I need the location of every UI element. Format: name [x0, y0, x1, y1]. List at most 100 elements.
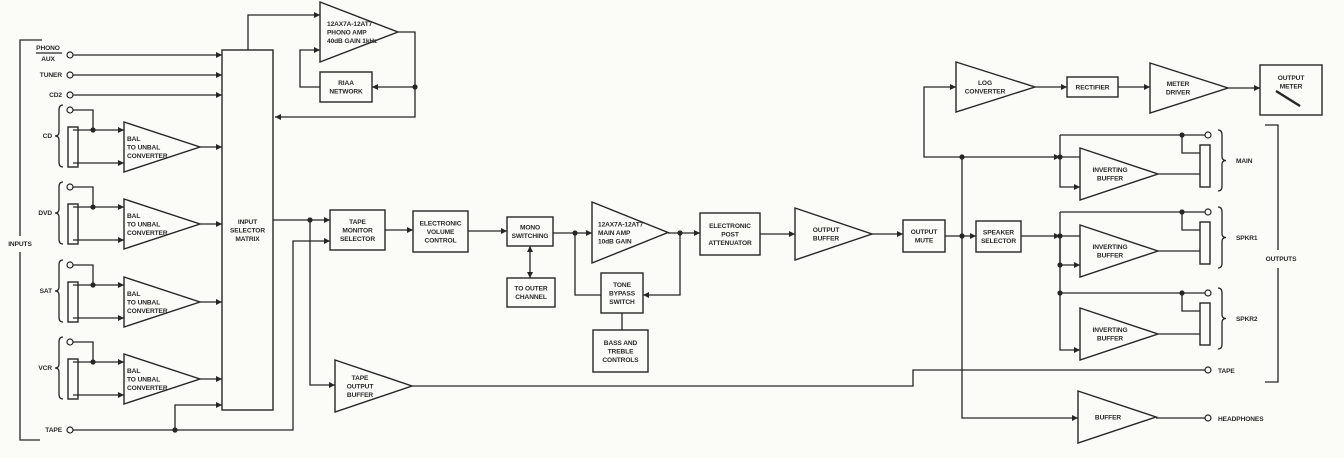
input-label-cd: CD: [43, 133, 53, 140]
main-amp-label-line: 12AX7A-12AT7: [598, 221, 644, 228]
output-label-spkr2: SPKR2: [1236, 316, 1258, 323]
log-converter-label-line: CONVERTER: [965, 89, 1006, 96]
meter-driver-label-line: METER: [1167, 81, 1190, 88]
arrowhead: [1074, 347, 1080, 353]
bal-converter-vcr-label-line: TO UNBAL: [127, 376, 160, 383]
log-converter-label-line: LOG: [978, 80, 992, 87]
jack-connector-icon: [66, 261, 74, 269]
bal-converter-cd: [123, 121, 203, 173]
input-label-cd2: CD2: [49, 92, 62, 99]
phono-amp-label-line: PHONO AMP: [327, 29, 367, 36]
inputs-group-label: INPUTS: [8, 241, 32, 248]
junction-dot: [1057, 262, 1063, 268]
headphone-buffer-label: BUFFER: [1095, 414, 1121, 421]
signal-wire: [412, 369, 1205, 387]
signal-wire: [309, 220, 335, 386]
arrowhead: [314, 47, 320, 53]
tape-monitor-selector-label-line: TAPE: [349, 219, 366, 226]
arrowhead: [118, 359, 124, 365]
arrowhead: [324, 238, 330, 244]
bal-converter-sat-label-line: CONVERTER: [127, 308, 168, 315]
riaa-network-label-line: NETWORK: [329, 89, 363, 96]
junction-dot: [1057, 290, 1063, 296]
xlr-output-spkr1: [1199, 221, 1211, 265]
speaker-selector-label-line: SPEAKER: [983, 230, 1015, 237]
signal-wire: [961, 157, 1078, 419]
xlr-connector-dvd: [67, 203, 79, 245]
signal-wire: [73, 240, 330, 431]
signal-wire: [275, 31, 416, 118]
bass-treble-controls-label-line: CONTROLS: [602, 357, 639, 364]
brace: [54, 336, 64, 400]
tone-bypass-switch-label-line: BYPASS: [609, 290, 636, 297]
output-buffer-label-line: BUFFER: [813, 236, 839, 243]
meter-driver: [1149, 62, 1231, 114]
bal-converter-vcr: [123, 353, 203, 405]
bal-converter-vcr-label-line: BAL: [127, 368, 140, 375]
arrowhead: [1074, 262, 1080, 268]
input-label-vcr: VCR: [38, 365, 52, 372]
tape-monitor-selector-label-line: MONITOR: [342, 227, 373, 234]
arrowhead: [1054, 154, 1060, 160]
electronic-volume-control-label-line: CONTROL: [425, 237, 457, 244]
output-meter-label-line: METER: [1280, 84, 1303, 91]
arrowhead: [118, 282, 124, 288]
tape-monitor-selector-label-line: SELECTOR: [340, 236, 375, 243]
bass-treble-controls-frame: [592, 329, 649, 373]
rectifier-label-line: RECTIFIER: [1076, 84, 1110, 91]
jack-connector-icon: [66, 91, 74, 99]
electronic-volume-control-label-line: VOLUME: [427, 229, 455, 236]
inverting-buffer-spkr2-label-line: INVERTING: [1092, 327, 1127, 334]
inverting-buffer-main: [1079, 147, 1161, 201]
input-label-tuner: TUNER: [40, 72, 63, 79]
headphone-buffer-label-line: BUFFER: [1095, 414, 1121, 421]
arrowhead: [1254, 85, 1260, 91]
input-selector-matrix-label-line: INPUT: [238, 219, 257, 226]
signal-wire: [1181, 135, 1200, 154]
signal-wire: [1059, 293, 1080, 351]
brace: [54, 181, 64, 245]
output-meter-frame: [1259, 64, 1323, 116]
arrowhead: [216, 72, 222, 78]
inverting-buffer-main-label-line: BUFFER: [1097, 176, 1123, 183]
arrowhead: [216, 402, 222, 408]
meter-needle-icon: [1275, 89, 1301, 108]
xlr-connector-sat: [67, 281, 79, 323]
arrowhead: [216, 52, 222, 58]
main-amp-label-line: MAIN AMP: [598, 230, 631, 237]
arrowhead: [1074, 184, 1080, 190]
jack-connector-icon: [66, 338, 74, 346]
outputs-group-label: OUTPUTS: [1266, 256, 1298, 263]
to-outer-channel-label-line: CHANNEL: [515, 294, 547, 301]
arrowhead: [1144, 84, 1150, 90]
bal-converter-cd-label-line: TO UNBAL: [127, 144, 160, 151]
tape-output-buffer: [334, 359, 415, 413]
brace: [54, 104, 64, 168]
brace: [54, 259, 64, 323]
xlr-output-spkr2: [1199, 302, 1211, 346]
signal-wire: [247, 14, 320, 50]
to-outer-channel-label-line: TO OUTER: [514, 286, 547, 293]
arrowhead: [118, 237, 124, 243]
log-converter: [955, 61, 1038, 113]
mono-switching-label-line: SWITCHING: [512, 233, 549, 240]
speaker-selector-label-line: SELECTOR: [981, 238, 1016, 245]
signal-wire: [574, 233, 601, 296]
output-mute-label-line: OUTPUT: [911, 229, 938, 236]
arrowhead: [897, 231, 903, 237]
signal-wire: [1059, 212, 1080, 266]
jack-connector-icon: [1204, 289, 1212, 297]
jack-connector-icon: [66, 426, 74, 434]
tape-output-buffer-label-line: BUFFER: [347, 392, 373, 399]
